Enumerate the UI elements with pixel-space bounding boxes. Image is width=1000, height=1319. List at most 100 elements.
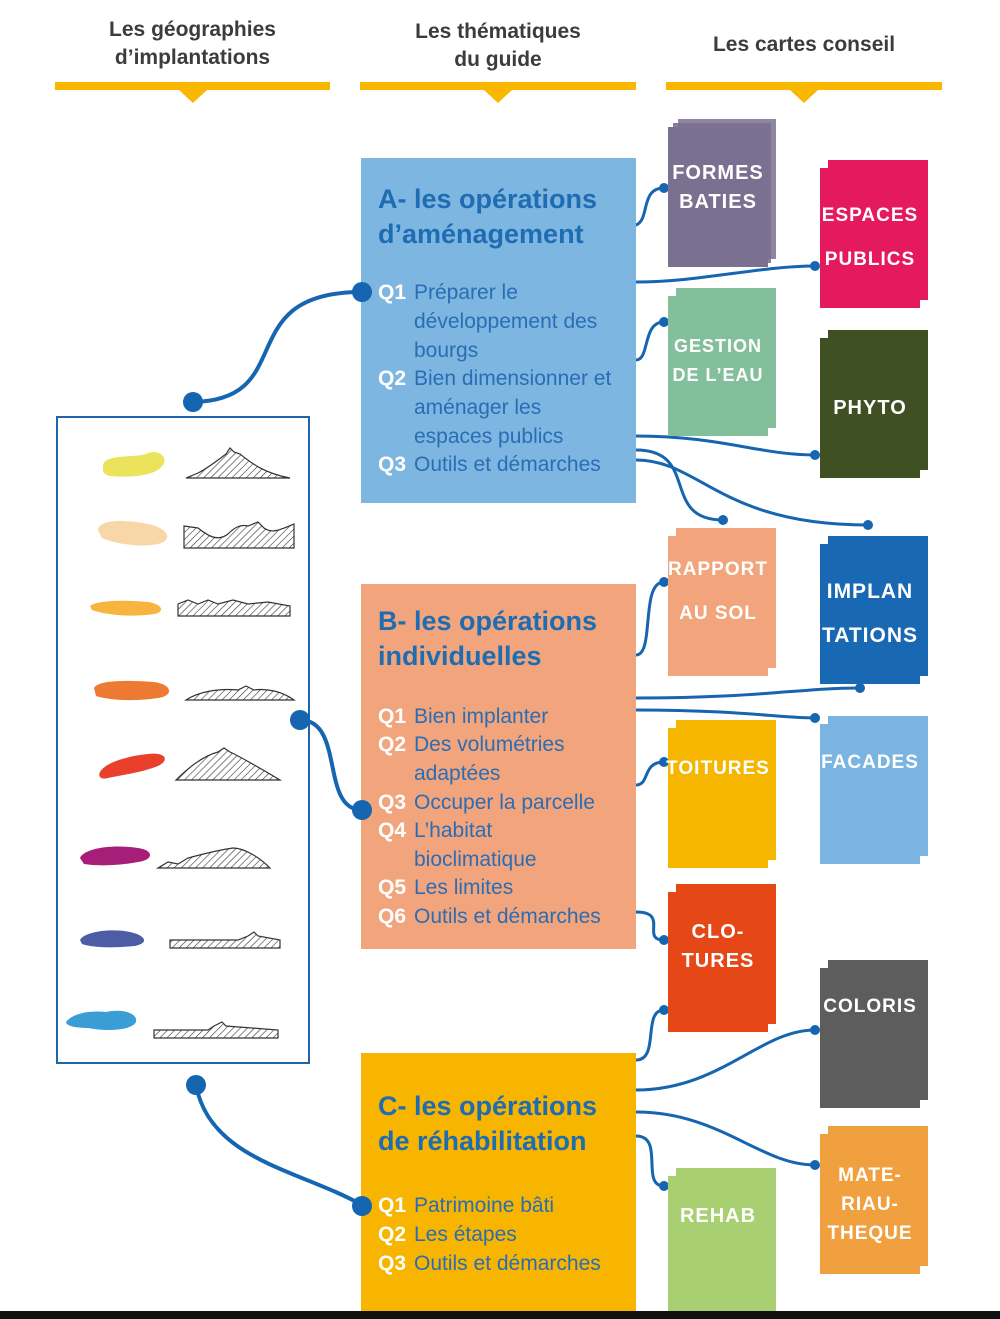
red-blob-icon xyxy=(99,753,165,779)
connector-geo-to-a xyxy=(191,290,364,404)
connector-dot-espaces xyxy=(810,261,820,271)
connector-b-facades xyxy=(634,708,817,720)
theme-c-connector-dot xyxy=(352,1196,372,1216)
connector-a-formes xyxy=(634,186,666,227)
connector-dot-materiautheque xyxy=(810,1160,820,1170)
card-toitures[interactable]: TOITURES xyxy=(666,720,776,868)
card-rehab[interactable]: REHAB xyxy=(668,1168,776,1311)
theme-a-title: A- les opérations d’aménagement xyxy=(378,184,598,249)
connector-dot-clotures-b xyxy=(659,935,669,945)
card-coloris-face: COLORIS xyxy=(820,968,920,1108)
card-materiautheque-face: MATE-RIAU-THEQUE xyxy=(820,1134,920,1274)
landform-sketch-7 xyxy=(169,931,281,949)
card-clotures[interactable]: CLO-TURES xyxy=(668,884,776,1032)
theme-b-title: B- les opérations individuelles xyxy=(378,606,598,671)
landform-sketch-6 xyxy=(155,847,272,869)
geo-connector-dot-top xyxy=(183,392,203,412)
header-cards: Les cartes conseil xyxy=(712,33,896,56)
header-themes: Les thématiques du guide xyxy=(415,20,581,71)
connector-b-rapport xyxy=(634,580,666,657)
connector-a-rapport xyxy=(634,448,725,522)
landform-sketch-2 xyxy=(183,521,295,549)
connector-dot-coloris xyxy=(810,1025,820,1035)
card-facades-face: FACADES xyxy=(820,724,920,864)
landform-sketch-8 xyxy=(153,1021,279,1039)
connector-a-implan xyxy=(634,458,870,527)
connector-dot-implan-a xyxy=(863,520,873,530)
connector-b-clotures xyxy=(634,910,666,942)
connector-b-toitures xyxy=(634,760,666,787)
header-bar-geographies xyxy=(55,82,330,90)
card-phyto[interactable]: PHYTO xyxy=(820,330,928,478)
theme-c-title: C- les opérations de réhabilitation xyxy=(378,1091,598,1156)
landform-sketch-3 xyxy=(177,599,291,617)
landform-sketch-1 xyxy=(185,447,291,479)
header-geographies: Les géographies d’implantations xyxy=(109,18,276,69)
card-materiautheque[interactable]: MATE-RIAU-THEQUE xyxy=(820,1126,928,1274)
yellow-blob-icon xyxy=(102,452,165,477)
connector-a-espaces xyxy=(634,264,817,284)
purple-blob-icon xyxy=(80,846,150,866)
connector-b-implan xyxy=(634,686,862,700)
peach-blob-icon xyxy=(98,520,168,546)
header-pointer-themes xyxy=(484,90,512,103)
geo-connector-dot-bottom xyxy=(186,1075,206,1095)
indigo-blob-icon xyxy=(80,930,145,948)
geographies-illustrations xyxy=(66,447,296,1039)
connector-a-gestion xyxy=(634,320,666,362)
blue-blob-icon xyxy=(66,1010,137,1030)
connector-c-rehab xyxy=(634,1134,666,1188)
connector-a-phyto xyxy=(634,434,817,457)
connector-dot-facades xyxy=(810,713,820,723)
connector-geo-to-c xyxy=(194,1083,364,1207)
card-toitures-face: TOITURES xyxy=(666,728,769,868)
geographies-panel xyxy=(56,416,310,1064)
connector-c-clotures xyxy=(634,1008,666,1062)
bottom-border xyxy=(0,1311,1000,1319)
landform-sketch-5 xyxy=(174,747,283,781)
connector-dot-toitures xyxy=(659,757,669,767)
header-pointer-cards xyxy=(790,90,818,103)
theme-a-connector-dot xyxy=(352,282,372,302)
header-pointer-geographies xyxy=(179,90,207,103)
card-coloris[interactable]: COLORIS xyxy=(820,960,928,1108)
card-clotures-face: CLO-TURES xyxy=(668,892,768,1032)
connector-dot-gestion xyxy=(659,317,669,327)
geo-connector-dot-right xyxy=(290,710,310,730)
header-bar-themes xyxy=(360,82,636,90)
connector-dot-rapport-b xyxy=(659,577,669,587)
card-facades[interactable]: FACADES xyxy=(820,716,928,864)
dark-orange-blob-icon xyxy=(94,680,170,701)
connector-dot-formes xyxy=(659,183,669,193)
connector-dot-rapport-a xyxy=(718,515,728,525)
card-rehab-face: REHAB xyxy=(668,1176,768,1311)
header-bar-cards xyxy=(666,82,942,90)
theme-b-connector-dot xyxy=(352,800,372,820)
